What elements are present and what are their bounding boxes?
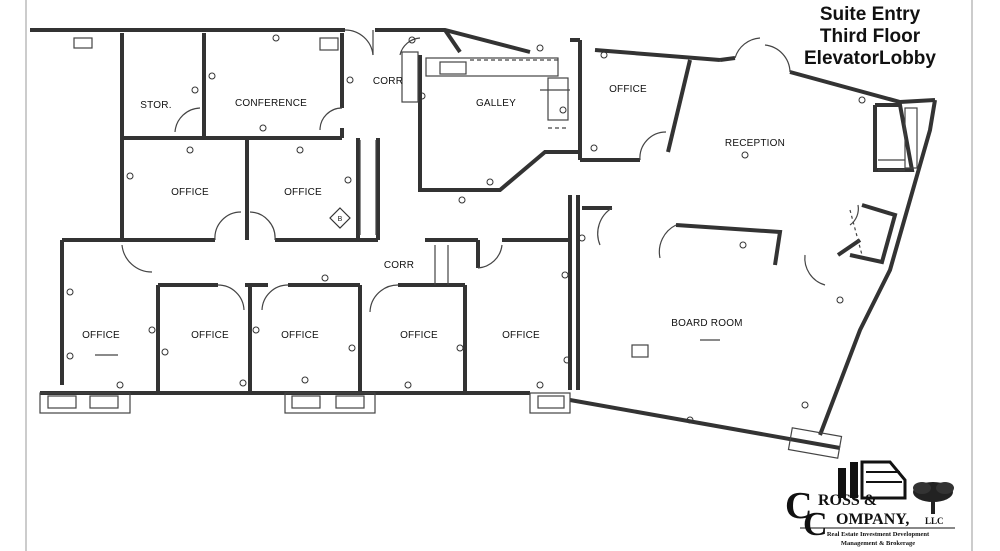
label-board-room: BOARD ROOM	[671, 318, 742, 329]
logo-tagline-1: Real Estate Investment Development	[827, 531, 930, 538]
door-swings	[121, 29, 859, 313]
device-symbols	[66, 34, 866, 424]
logo-name-line1: ROSS &	[818, 492, 877, 509]
title-line-3: ElevatorLobby	[804, 48, 936, 69]
logo-suffix: LLC	[925, 516, 944, 526]
label-office-bottom-1: OFFICE	[82, 330, 120, 341]
logo-big-c1: C	[785, 485, 812, 527]
label-corr-top: CORR	[373, 76, 403, 87]
label-office-bottom-4: OFFICE	[400, 330, 438, 341]
label-office-bottom-2: OFFICE	[191, 330, 229, 341]
logo-big-c2: C	[803, 506, 828, 543]
label-stor: STOR.	[140, 100, 171, 111]
fixtures	[39, 37, 918, 459]
company-logo: C ROSS & C OMPANY, LLC Real Estate Inves…	[785, 460, 955, 547]
diamond-symbol-icon: B	[329, 207, 351, 229]
label-conference: CONFERENCE	[235, 98, 307, 109]
title-line-1: Suite Entry	[819, 4, 921, 25]
walls	[30, 28, 937, 450]
logo-tagline-2: Management & Brokerage	[841, 540, 915, 547]
room-labels: STOR. CONFERENCE CORR GALLEY OFFICE RECE…	[82, 76, 785, 341]
label-corr-mid: CORR	[384, 260, 414, 271]
svg-text:B: B	[338, 216, 343, 223]
label-office-bottom-3: OFFICE	[281, 330, 319, 341]
tree-icon	[913, 482, 954, 514]
label-office-mid-center: OFFICE	[284, 187, 322, 198]
label-galley: GALLEY	[476, 98, 516, 109]
title-line-2: Third Floor	[819, 26, 921, 47]
label-office-bottom-5: OFFICE	[502, 330, 540, 341]
label-office-mid-left: OFFICE	[171, 187, 209, 198]
label-reception: RECEPTION	[725, 138, 785, 149]
logo-name-line2: OMPANY,	[836, 511, 909, 528]
label-office-top-right: OFFICE	[609, 84, 647, 95]
